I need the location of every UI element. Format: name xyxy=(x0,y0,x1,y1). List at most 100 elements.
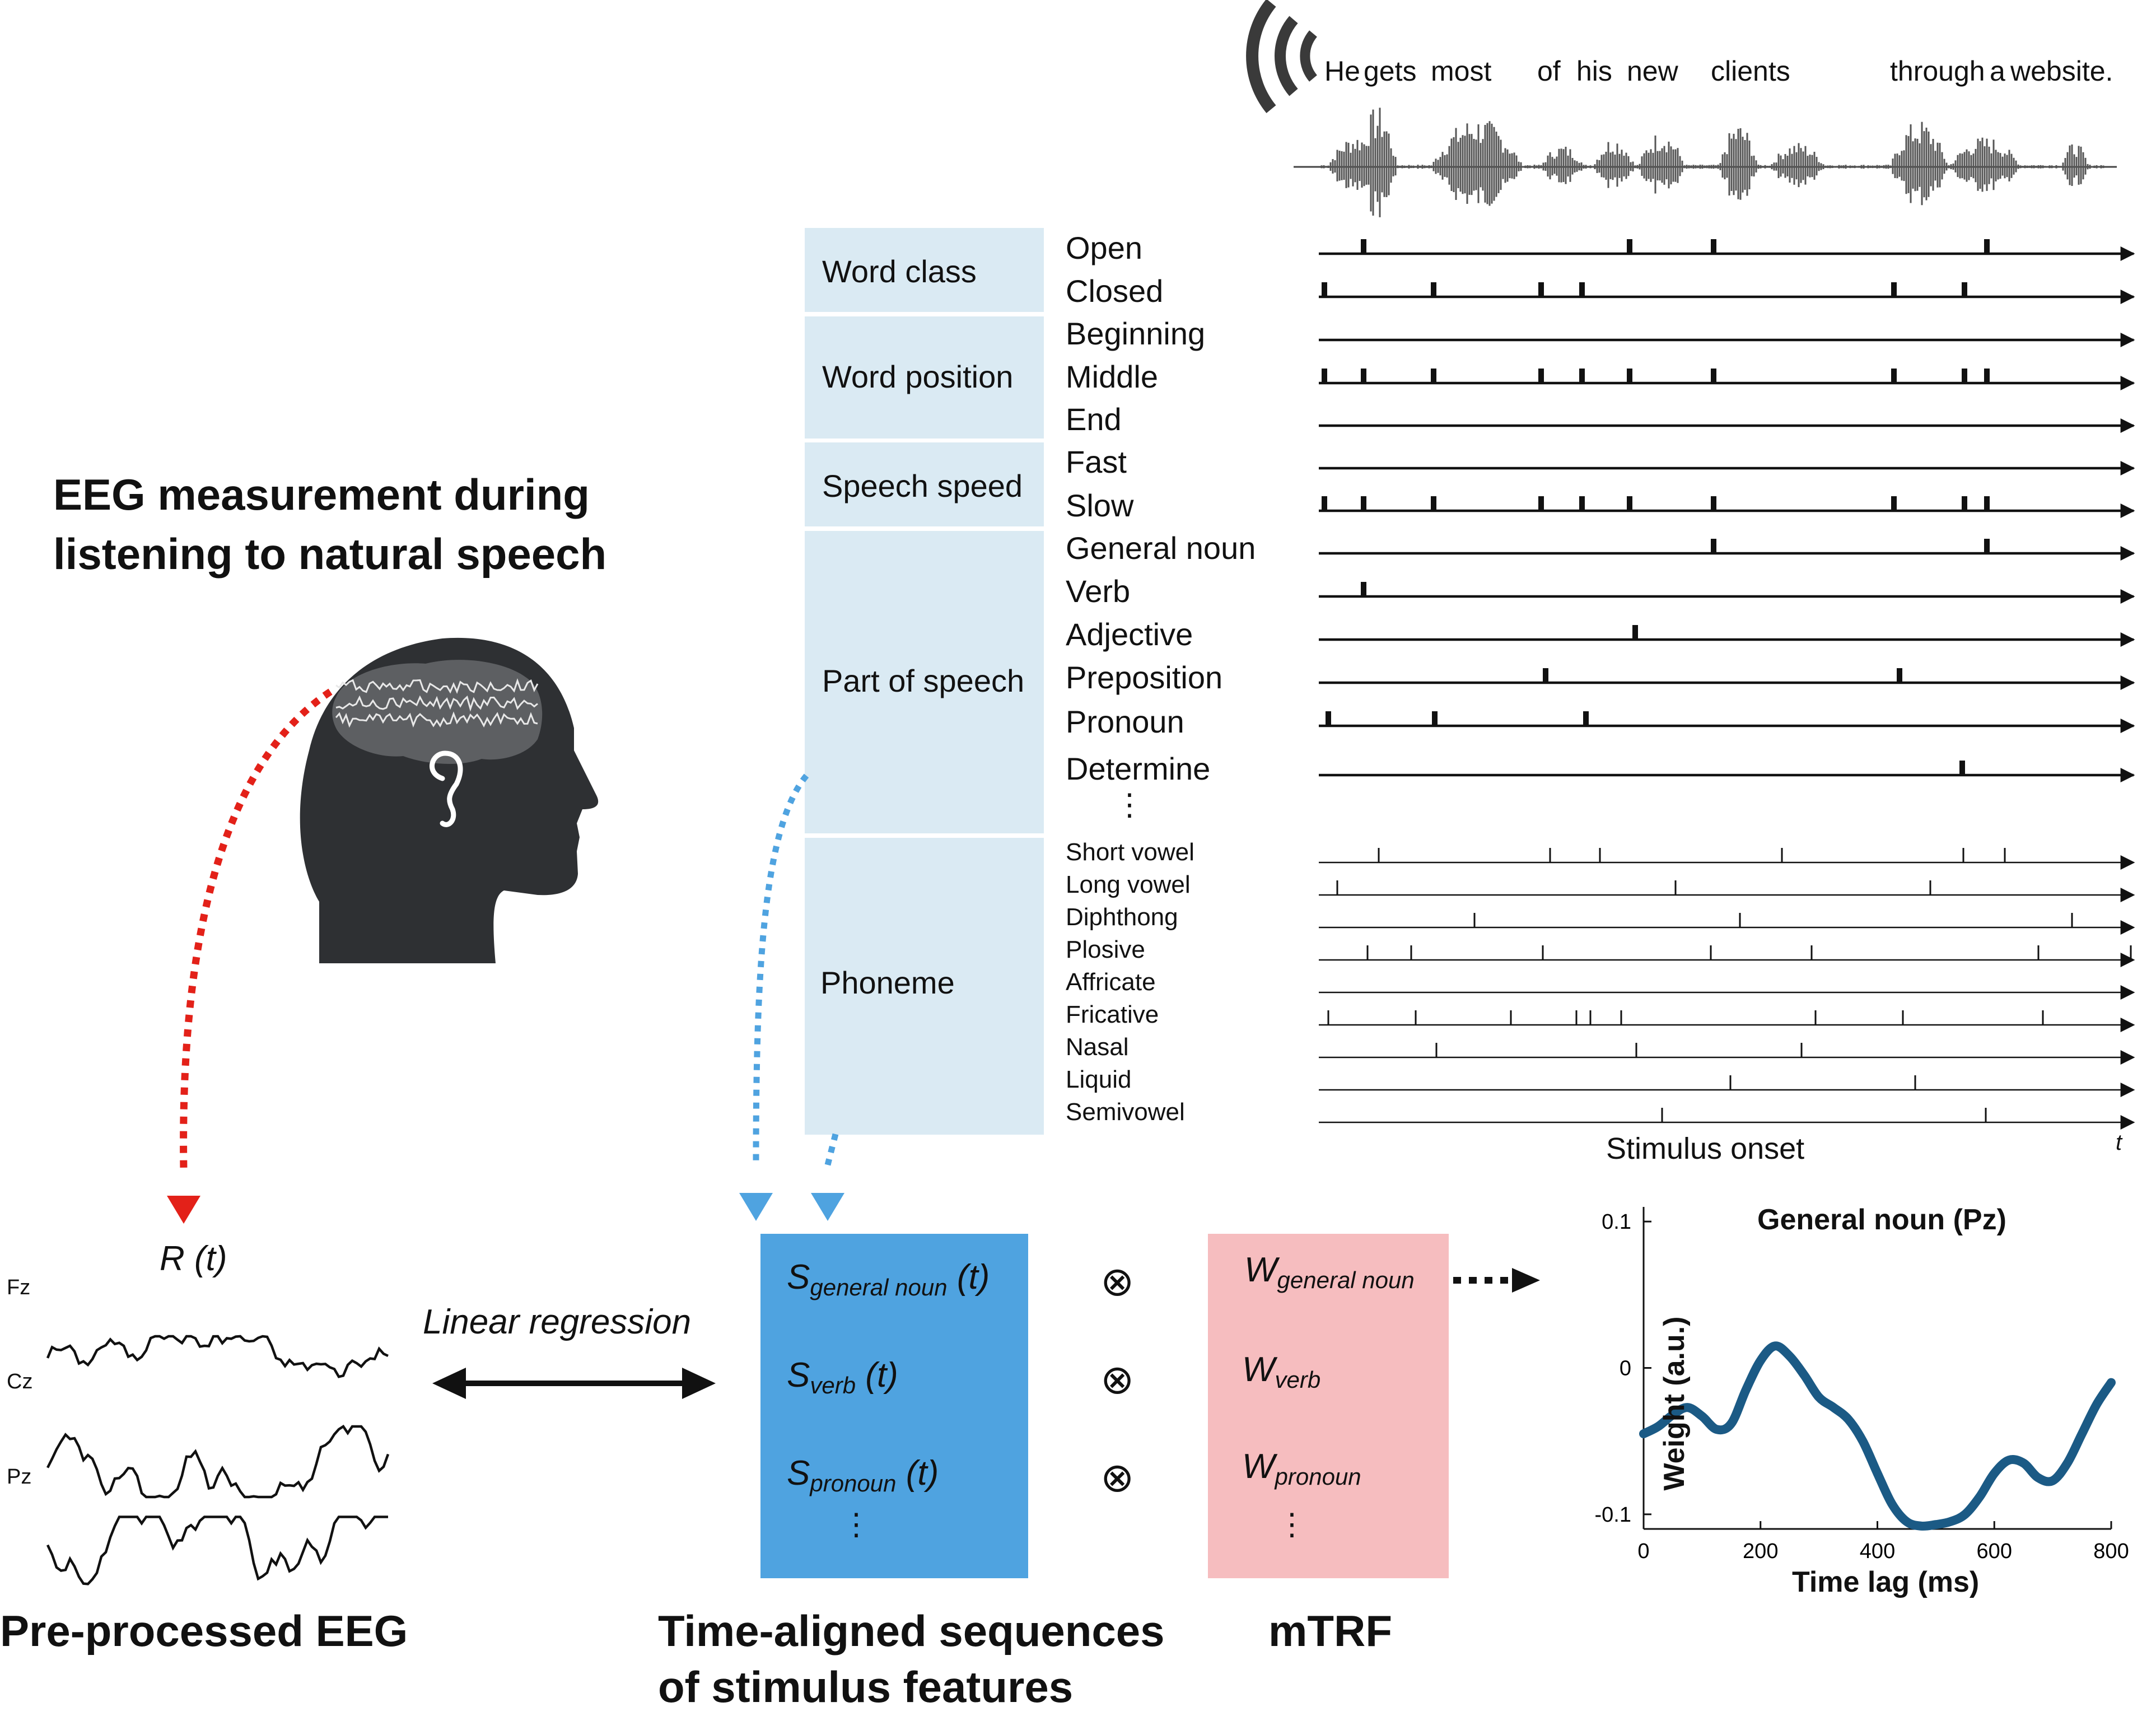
feature-label: Fricative xyxy=(1066,1001,1159,1028)
weight-curve xyxy=(1639,1341,2116,1531)
onset-tick xyxy=(1361,369,1366,383)
onset-tick xyxy=(1322,496,1327,511)
title-mtrf: mTRF xyxy=(1268,1606,1392,1656)
electrode-label-cz: Cz xyxy=(7,1370,33,1393)
title-stimulus-sequences-2: of stimulus features xyxy=(658,1662,1074,1712)
feature-label: Middle xyxy=(1066,359,1158,394)
onset-tick xyxy=(1959,761,1965,775)
regression-double-arrow xyxy=(432,1368,716,1399)
onset-tick xyxy=(1984,496,1990,511)
onset-tick xyxy=(1711,369,1716,383)
convolution-operator: ⊗ xyxy=(1100,1358,1135,1402)
x-tick-label: 400 xyxy=(1860,1540,1895,1563)
weight-term-verb: Wverb xyxy=(1242,1350,1321,1393)
head-icon xyxy=(300,637,599,963)
blue-dotted-arrows xyxy=(739,773,844,1221)
feature-label: Semivowel xyxy=(1066,1098,1185,1126)
chart-ylabel: Weight (a.u.) xyxy=(1658,1316,1691,1491)
onset-tick xyxy=(1322,282,1327,297)
feature-label: Slow xyxy=(1066,488,1134,523)
eeg-traces xyxy=(46,1335,390,1586)
onset-tick xyxy=(1627,369,1632,383)
vertical-ellipsis: ⋮ xyxy=(841,1508,871,1541)
onset-tick xyxy=(1431,282,1436,297)
category-box-word-class xyxy=(805,228,1044,312)
word: new xyxy=(1627,55,1678,87)
onset-tick xyxy=(1891,282,1897,297)
mtrf-box xyxy=(1208,1234,1449,1578)
time-symbol: t xyxy=(2116,1130,2122,1155)
title-stimulus-sequences-1: Time-aligned sequences xyxy=(658,1606,1165,1656)
x-tick-label: 0 xyxy=(1637,1540,1649,1563)
stimulus-term-pronoun: Spronoun (t) xyxy=(787,1454,939,1496)
onset-tick xyxy=(1583,711,1589,726)
eeg-response-label: R (t) xyxy=(160,1239,227,1278)
word: clients xyxy=(1711,55,1790,87)
onset-tick xyxy=(1984,539,1990,553)
category-label-part-of-speech: Part of speech xyxy=(822,663,1025,698)
speech-waveform xyxy=(1294,108,2117,217)
electrode-label-pz: Pz xyxy=(7,1465,32,1489)
word: through xyxy=(1890,55,1985,87)
feature-timelines xyxy=(1319,239,2135,1130)
onset-tick xyxy=(1627,239,1632,254)
onset-tick xyxy=(1538,282,1544,297)
word: his xyxy=(1576,55,1612,87)
y-tick-label: 0.1 xyxy=(1602,1210,1631,1234)
feature-label: Fast xyxy=(1066,444,1127,479)
convolution-operator: ⊗ xyxy=(1100,1260,1135,1304)
onset-tick xyxy=(1711,539,1716,553)
onset-tick xyxy=(1361,582,1366,596)
word: gets xyxy=(1364,55,1417,87)
onset-tick xyxy=(1538,496,1544,511)
word: website. xyxy=(2010,55,2113,87)
feature-label: Short vowel xyxy=(1066,838,1194,866)
category-label-word-class: Word class xyxy=(822,254,977,289)
onset-tick xyxy=(1543,668,1548,683)
onset-tick xyxy=(1962,369,1967,383)
heading-line-2: listening to natural speech xyxy=(53,529,607,579)
vertical-ellipsis: ⋮ xyxy=(1114,788,1145,822)
chart-xlabel: Time lag (ms) xyxy=(1792,1566,1980,1598)
feature-label: Beginning xyxy=(1066,316,1206,351)
onset-tick xyxy=(1361,239,1366,254)
category-label-word-position: Word position xyxy=(822,359,1014,394)
word: most xyxy=(1431,55,1492,87)
word: a xyxy=(1990,55,2005,87)
feature-label: Liquid xyxy=(1066,1066,1132,1093)
x-tick-label: 200 xyxy=(1743,1540,1778,1563)
onset-tick xyxy=(1361,496,1366,511)
title-preprocessed-eeg: Pre-processed EEG xyxy=(0,1606,408,1656)
onset-tick xyxy=(1538,369,1544,383)
category-label-speech-speed: Speech speed xyxy=(822,468,1023,503)
y-tick-label: 0 xyxy=(1620,1357,1631,1381)
feature-label: Closed xyxy=(1066,273,1164,309)
feature-label: Plosive xyxy=(1066,936,1145,963)
stimulus-term-verb: Sverb (t) xyxy=(787,1356,898,1398)
category-box-part-of-speech xyxy=(805,531,1044,833)
feature-label: Adjective xyxy=(1066,617,1193,652)
onset-tick xyxy=(1711,496,1716,511)
onset-tick xyxy=(1326,711,1331,726)
x-tick-label: 600 xyxy=(1977,1540,2012,1563)
convolution-operator: ⊗ xyxy=(1100,1456,1135,1500)
onset-tick xyxy=(1322,369,1327,383)
feature-label: Nasal xyxy=(1066,1033,1129,1061)
word: of xyxy=(1537,55,1561,87)
onset-tick xyxy=(1897,668,1902,683)
sound-wave-icon xyxy=(1246,0,1318,113)
onset-tick xyxy=(1962,282,1967,297)
category-boxes xyxy=(805,228,1044,1135)
category-box-phoneme xyxy=(805,838,1044,1135)
onset-tick xyxy=(1632,625,1638,640)
onset-tick xyxy=(1984,369,1990,383)
weight-term-general-noun: Wgeneral noun xyxy=(1244,1251,1415,1293)
feature-label: Diphthong xyxy=(1066,903,1178,931)
category-box-word-position xyxy=(805,316,1044,439)
stimulus-feature-box xyxy=(760,1234,1028,1578)
onset-tick xyxy=(1431,369,1436,383)
word: He xyxy=(1324,55,1360,87)
onset-tick xyxy=(1984,239,1990,254)
onset-tick xyxy=(1711,239,1716,254)
